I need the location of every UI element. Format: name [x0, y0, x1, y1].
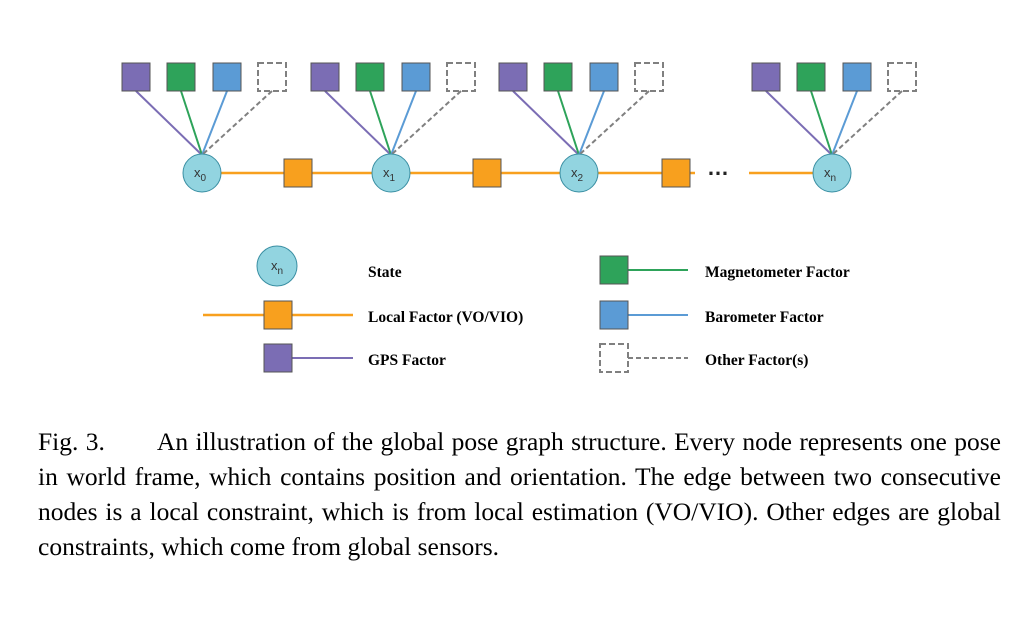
other-factor-node	[887, 62, 917, 92]
gps-factor-edge	[765, 90, 833, 156]
local-factor-node	[283, 158, 313, 188]
legend-other-icon	[599, 343, 629, 373]
barometer-factor-node	[212, 62, 242, 92]
other-factor-node	[446, 62, 476, 92]
legend-barometer-icon	[599, 300, 629, 330]
legend-magnetometer-icon	[599, 255, 629, 285]
magnetometer-factor-node	[796, 62, 826, 92]
legend-gps-label: GPS Factor	[368, 352, 446, 369]
gps-factor-node	[121, 62, 151, 92]
magnetometer-factor-node	[355, 62, 385, 92]
gps-factor-node	[751, 62, 781, 92]
barometer-factor-edge	[578, 90, 605, 156]
gps-factor-node	[498, 62, 528, 92]
legend-state-node-label: xn	[271, 258, 283, 277]
caption-text: An illustration of the global pose graph…	[38, 427, 1001, 561]
state-node-label: x1	[383, 165, 396, 184]
magnetometer-factor-edge	[557, 90, 580, 156]
state-node-label: x0	[194, 165, 207, 184]
gps-factor-node	[310, 62, 340, 92]
other-factor-edge	[578, 90, 650, 156]
legend-state-icon	[256, 245, 298, 287]
other-factor-edge	[201, 90, 273, 156]
local-factor-chain	[221, 158, 813, 188]
other-factor-node	[257, 62, 287, 92]
barometer-factor-node	[401, 62, 431, 92]
barometer-factor-edge	[831, 90, 858, 156]
magnetometer-factor-edge	[180, 90, 203, 156]
barometer-factor-edge	[201, 90, 228, 156]
local-factor-node	[661, 158, 691, 188]
state-node	[182, 153, 222, 193]
legend-other-label: Other Factor(s)	[705, 352, 808, 369]
legend-magnetometer-label: Magnetometer Factor	[705, 264, 850, 281]
legend: xn State Local Factor (VO/VIO) GPS Facto…	[203, 245, 850, 373]
figure-number: Fig. 3.	[38, 427, 105, 456]
gps-factor-edge	[512, 90, 580, 156]
magnetometer-factor-node	[543, 62, 573, 92]
barometer-factor-node	[842, 62, 872, 92]
state-node	[812, 153, 852, 193]
ellipsis: …	[707, 155, 729, 180]
other-factor-node	[634, 62, 664, 92]
state-node-label: xn	[824, 165, 836, 184]
legend-barometer-label: Barometer Factor	[705, 309, 824, 326]
magnetometer-factor-edge	[369, 90, 392, 156]
local-factor-node	[472, 158, 502, 188]
legend-local-label: Local Factor (VO/VIO)	[368, 309, 523, 326]
other-factor-edge	[390, 90, 462, 156]
barometer-factor-node	[589, 62, 619, 92]
gps-factor-edge	[324, 90, 392, 156]
other-factor-edge	[831, 90, 903, 156]
barometer-factor-edge	[390, 90, 417, 156]
pose-graph-diagram: x0 x1 x2 xn … xn State Local Factor (VO/VIO…	[121, 62, 917, 373]
figure-caption: Fig. 3.An illustration of the global pos…	[38, 424, 1001, 564]
legend-gps-icon	[263, 343, 293, 373]
state-node	[559, 153, 599, 193]
global-factor-groups	[121, 62, 917, 156]
gps-factor-edge	[135, 90, 203, 156]
state-node-label: x2	[571, 165, 584, 184]
legend-state-label: State	[368, 264, 402, 281]
magnetometer-factor-edge	[810, 90, 833, 156]
state-node	[371, 153, 411, 193]
state-nodes: x0 x1 x2 xn	[182, 153, 852, 193]
magnetometer-factor-node	[166, 62, 196, 92]
legend-local-icon	[263, 300, 293, 330]
